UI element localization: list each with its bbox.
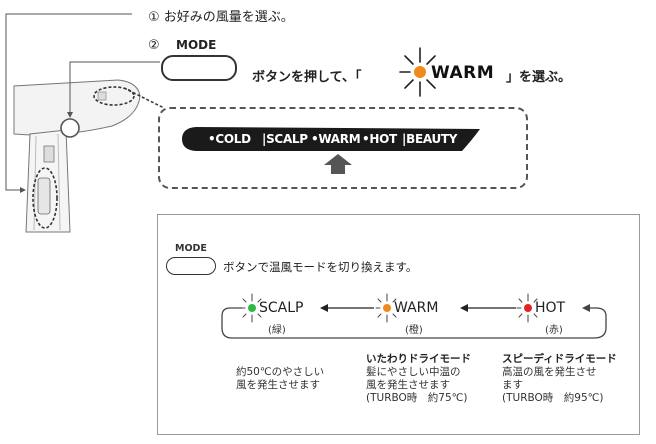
band-item-cold: •COLD xyxy=(208,132,251,146)
band-item-scalp: |SCALP xyxy=(262,132,308,146)
scalp-indicator-icon xyxy=(240,293,262,323)
band-item-warm: •WARM xyxy=(311,132,361,146)
selector-callout xyxy=(158,107,528,189)
band-item-beauty: |BEAUTY xyxy=(402,132,458,146)
band-item-hot: •HOT xyxy=(362,132,397,146)
info-mode-caption: MODE xyxy=(175,243,207,254)
step-1-number: ① xyxy=(148,10,160,25)
callout-connector xyxy=(123,87,165,109)
mode-hot-label: HOT xyxy=(535,300,566,316)
hot-indicator-icon xyxy=(516,293,538,323)
info-box xyxy=(157,214,640,435)
warm-label: WARM xyxy=(431,63,495,83)
mode-button[interactable] xyxy=(161,55,237,81)
warm-description: いたわりドライモード 髪にやさしい中温の 風を発生させます (TURBO時 約7… xyxy=(366,353,471,404)
step-2-text-a: ボタンを押して、「 xyxy=(252,70,362,85)
scalp-description: 約50℃のやさしい 風を発生させます xyxy=(236,366,325,391)
hot-description: スピーディドライモード 高温の風を発生させ ます (TURBO時 約95℃) xyxy=(502,353,617,404)
mode-button-caption: MODE xyxy=(176,38,217,52)
mode-warm-label: WARM xyxy=(394,300,439,316)
mode-warm-color: (橙) xyxy=(405,325,423,336)
info-mode-button[interactable] xyxy=(166,257,216,275)
warm-indicator-icon xyxy=(375,293,397,323)
up-arrow-icon xyxy=(324,154,352,174)
mode-cycle-diagram xyxy=(221,293,607,339)
mode-hot-color: (赤) xyxy=(545,325,563,336)
step-2-number: ② xyxy=(148,38,160,53)
mode-band xyxy=(182,127,480,151)
step-2-text-b: 」を選ぶ。 xyxy=(506,70,572,85)
mode-scalp-label: SCALP xyxy=(259,300,304,316)
hair-dryer-illustration xyxy=(5,13,160,233)
info-instruction: ボタンで温風モードを切り換えます。 xyxy=(223,260,418,274)
step-1-text: お好みの風量を選ぶ。 xyxy=(163,10,294,25)
step-1: ① お好みの風量を選ぶ。 xyxy=(148,6,294,25)
starburst-indicator-icon xyxy=(399,47,436,97)
mode-scalp-color: (緑) xyxy=(268,325,286,336)
